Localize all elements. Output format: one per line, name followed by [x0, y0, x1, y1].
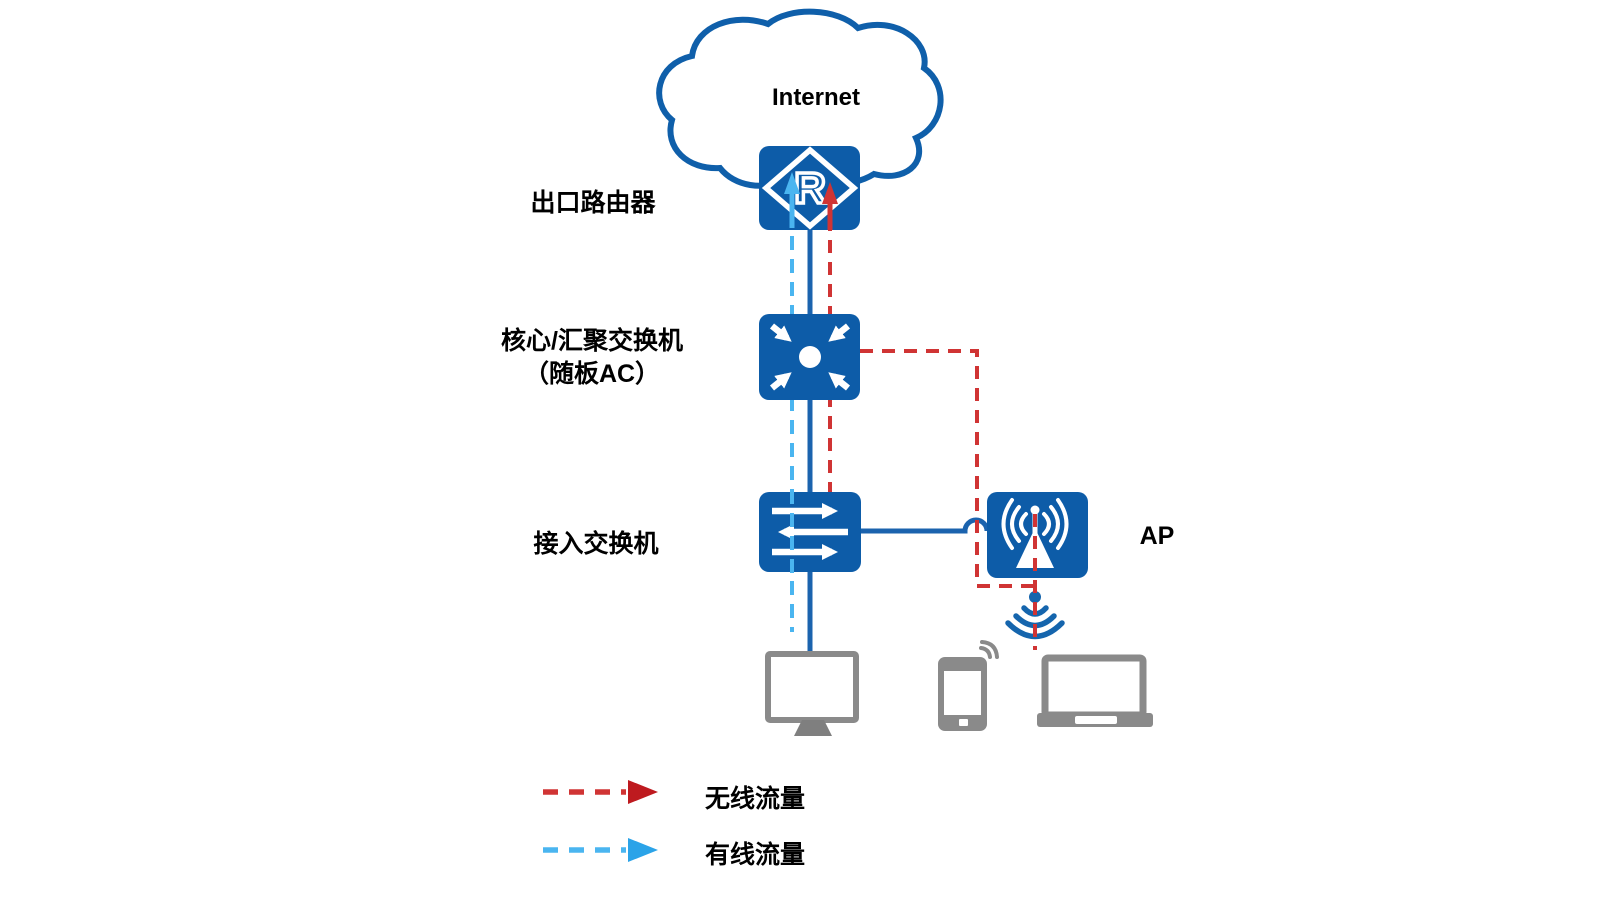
legend-wireless-label: 无线流量	[705, 785, 806, 813]
core-switch-label: 核心/汇聚交换机 （随板AC）	[442, 325, 742, 391]
laptop-icon	[1037, 654, 1153, 727]
wired-link-switch-to-ap	[861, 517, 990, 534]
access-switch-icon	[759, 492, 861, 572]
desktop-icon	[765, 651, 859, 736]
router-icon: R	[759, 146, 860, 230]
legend-wireless-arrow	[543, 780, 658, 804]
core-switch-icon	[759, 314, 860, 400]
internet-label: Internet	[771, 84, 860, 111]
wireless-traffic-dash-elbow	[860, 349, 1035, 588]
core-switch-label-line2: （随板AC）	[523, 360, 661, 388]
legend-wired-arrow	[543, 838, 658, 862]
wireless-traffic-arrow-up	[822, 182, 838, 230]
router-glyph: R	[794, 164, 826, 213]
phone-icon	[938, 640, 999, 731]
router-label: 出口路由器	[530, 189, 656, 217]
legend-wired-label: 有线流量	[705, 841, 806, 869]
access-switch-label: 接入交换机	[533, 530, 659, 558]
ap-icon	[987, 492, 1088, 578]
ap-label: AP	[1139, 522, 1175, 550]
core-switch-label-line1: 核心/汇聚交换机	[501, 327, 683, 355]
wired-traffic-arrow-up	[784, 172, 800, 228]
